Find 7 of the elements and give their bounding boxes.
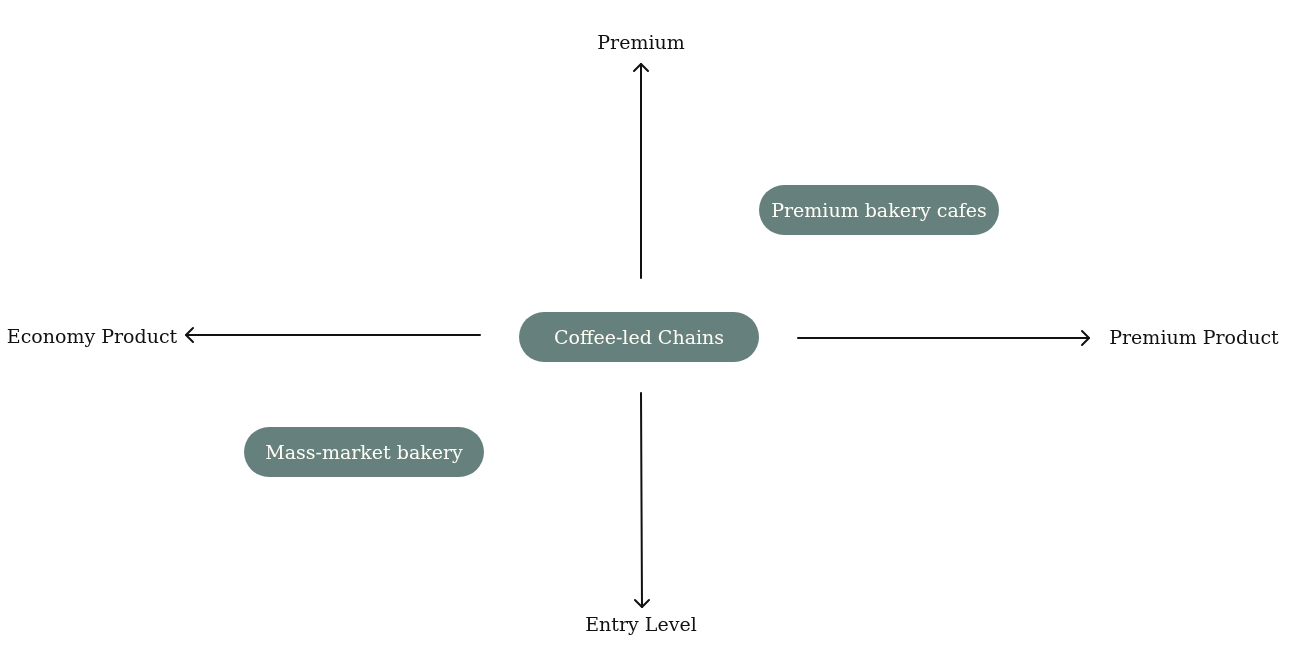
category-pill: Coffee-led Chains [519,312,759,362]
axis-label: Economy Product [6,324,178,348]
axis-label: Premium Product [1109,325,1279,349]
category-pill: Mass-market bakery [244,427,484,477]
category-pill: Premium bakery cafes [759,185,999,235]
axis-label: Entry Level [585,612,697,636]
axis-label: Premium [597,30,685,54]
